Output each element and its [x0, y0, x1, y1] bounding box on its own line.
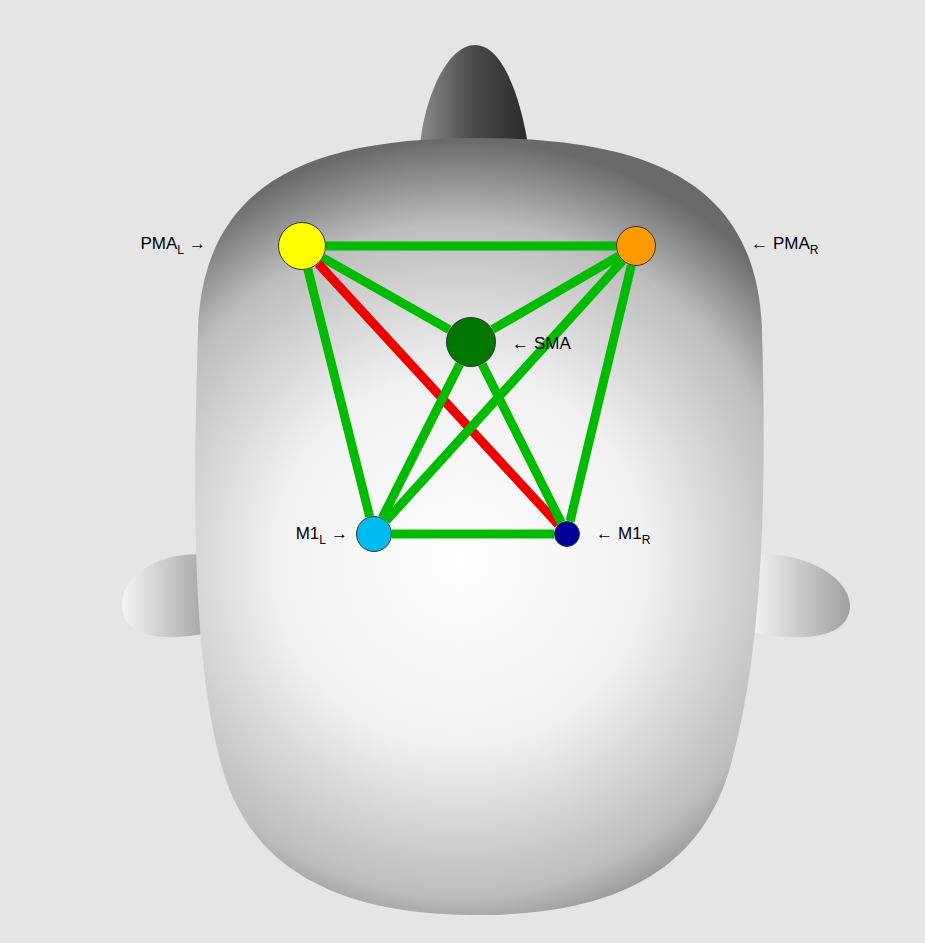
region-circle: ←SMA [446, 317, 496, 367]
head [195, 138, 763, 915]
region-label: PMAL → [140, 234, 211, 255]
connectivity-line [318, 264, 558, 525]
subscript: R [810, 243, 819, 257]
connectivity-line [382, 364, 460, 518]
pointer-arrow: ← [596, 524, 613, 543]
subscript: L [177, 243, 184, 257]
region-name: M1 [296, 524, 320, 543]
subscript: L [319, 533, 326, 547]
connectivity-line [570, 265, 631, 521]
connectivity-line [386, 261, 622, 521]
region-name: PMA [773, 234, 810, 253]
pointer-arrow: ← [512, 334, 529, 353]
region-circle: PMAL→ [278, 222, 326, 270]
region-name: M1 [618, 524, 642, 543]
region-label: ← M1R [591, 524, 650, 545]
region-name: PMA [140, 234, 177, 253]
pointer-arrow: → [189, 234, 206, 253]
region-label: ← PMAR [746, 234, 819, 255]
region-circle: M1L→ [356, 516, 392, 552]
pointer-arrow: ← [751, 234, 768, 253]
ear [750, 554, 850, 637]
connectivity-line [482, 364, 561, 522]
subscript: R [642, 533, 651, 547]
region-label: ← SMA [507, 334, 571, 354]
connectivity-line [493, 256, 619, 329]
connectivity-line [326, 242, 616, 251]
nose [420, 45, 528, 145]
region-name: SMA [534, 334, 571, 353]
region-label: M1L → [296, 524, 353, 545]
region-circle: ←PMAR [616, 226, 656, 266]
pointer-arrow: → [331, 524, 348, 543]
connectivity-line [392, 530, 554, 539]
region-circle: ←M1R [554, 521, 580, 547]
